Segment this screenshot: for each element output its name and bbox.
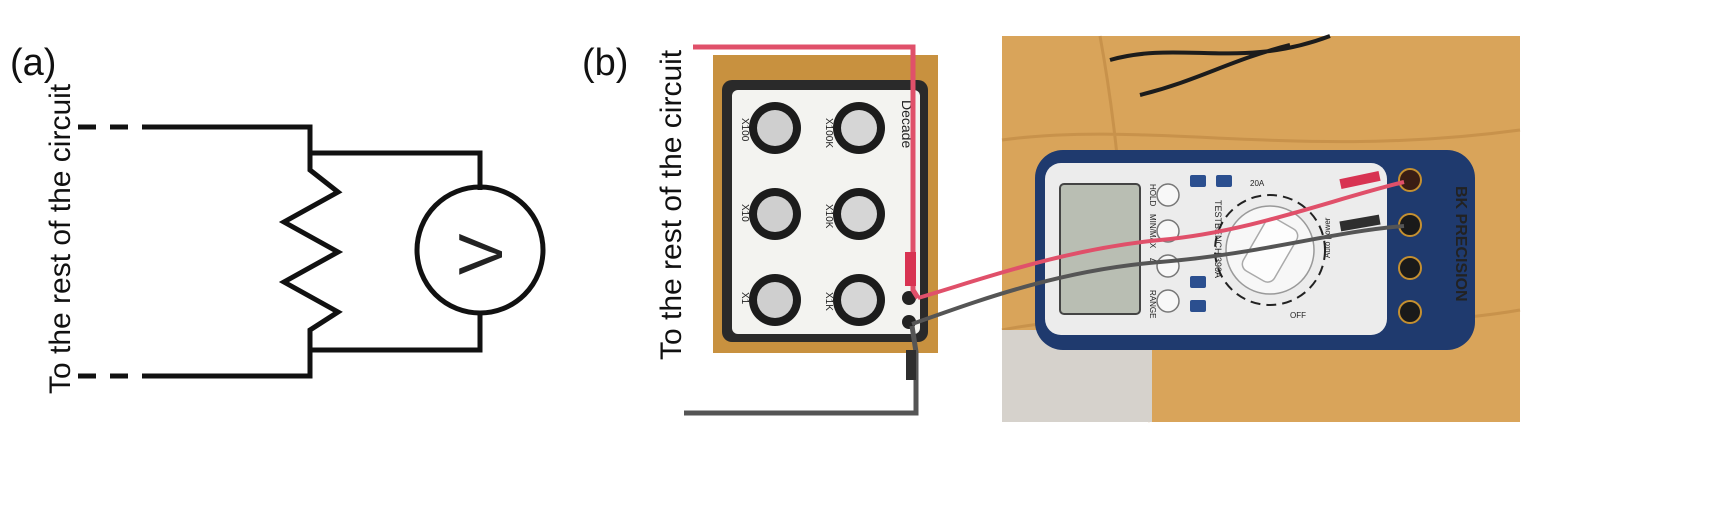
jack-ua-ma (1398, 256, 1422, 280)
red-lead-top (693, 44, 921, 300)
small-button-rs232 (1190, 300, 1206, 312)
voltmeter-symbol (414, 184, 546, 316)
jack-20a (1398, 300, 1422, 324)
knob-label-x10k: X10K (823, 204, 834, 229)
small-button-peak (1190, 276, 1206, 288)
panel-a-circuit-diagram: V (78, 124, 546, 379)
button-delta (1156, 254, 1180, 278)
button-range (1156, 289, 1180, 313)
panel-a-label: (a) (10, 42, 57, 84)
voltmeter-letter: V (447, 233, 516, 275)
knob-x1 (749, 274, 801, 326)
button-range-label: RANGE (1148, 290, 1157, 318)
dial-label-off: OFF (1290, 311, 1306, 320)
knob-label-x1: X1 (739, 292, 750, 305)
knob-x100k (833, 102, 885, 154)
binding-post-black (902, 315, 916, 329)
red-lead-to-meter (917, 180, 1405, 300)
button-hold (1156, 183, 1180, 207)
knob-label-x1k: X1K (823, 292, 834, 311)
knob-x100 (749, 102, 801, 154)
jack-v-ohm (1398, 168, 1422, 192)
black-lead-plug (906, 350, 916, 380)
panel-b-label: (b) (582, 42, 629, 84)
button-minmax (1156, 219, 1180, 243)
button-hold-label: HOLD (1148, 184, 1157, 206)
model-text: TESTBENCH 390A (1213, 200, 1223, 278)
black-lead-bottom (684, 325, 919, 416)
background-cable (1109, 34, 1331, 97)
black-lead-to-meter (911, 224, 1405, 326)
small-button-hz (1190, 175, 1206, 187)
brand-text: BK PRECISION (1452, 186, 1469, 302)
small-button-shift (1216, 175, 1232, 187)
resistor-zigzag (278, 153, 344, 350)
dial-label-20a: 20A (1250, 179, 1265, 188)
binding-post-red (902, 291, 916, 305)
knob-label-x100k: X100K (823, 118, 834, 148)
decade-box: Decade X100 X100K X10 X10K X1 (713, 55, 938, 353)
black-probe-plug (1339, 214, 1381, 232)
button-minmax-label: MIN/MAX (1148, 214, 1157, 249)
knob-x10k (833, 188, 885, 240)
knob-label-x10: X10 (739, 204, 750, 222)
knob-x10 (749, 188, 801, 240)
rotary-dial-ring (1214, 194, 1326, 306)
knob-label-x100: X100 (739, 118, 750, 142)
red-lead-plug (905, 252, 916, 286)
knob-x1k (833, 274, 885, 326)
rotary-dial-knob (1241, 217, 1299, 283)
red-probe-plug (1339, 170, 1381, 190)
